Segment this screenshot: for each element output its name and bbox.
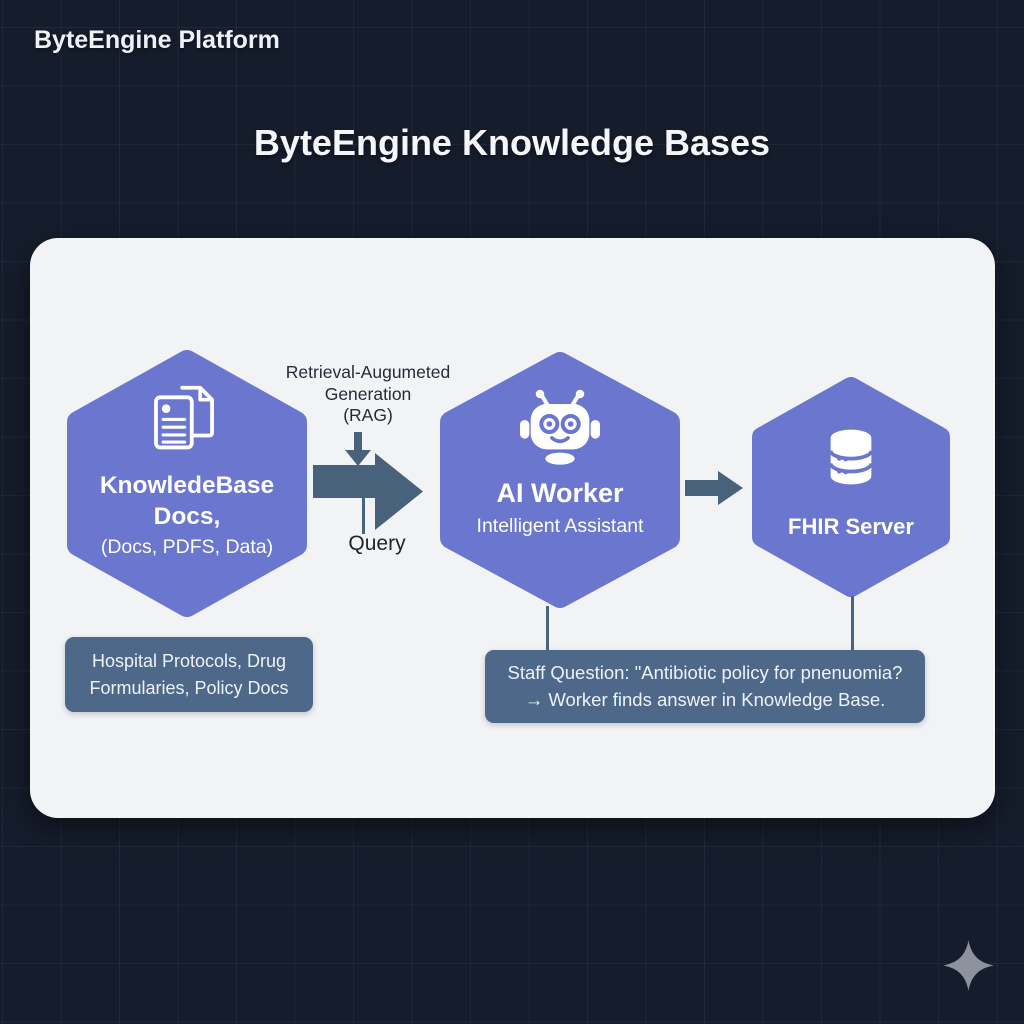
hexagon-shape xyxy=(752,377,950,597)
node-ai-worker: AI Worker Intelligent Assistant xyxy=(440,352,680,608)
node-fhir-server: FHIR Server xyxy=(752,377,950,597)
hexagon-shape xyxy=(440,352,680,608)
database-icon xyxy=(825,427,877,492)
connector-line xyxy=(851,596,854,652)
node-title-line: KnowledeBase xyxy=(99,472,275,499)
hexagon-shape xyxy=(67,350,307,617)
node-knowledge-base: KnowledeBase Docs, (Docs, PDFS, Data) xyxy=(67,350,307,617)
example-note-line: → Worker finds answer in Knowledge Base. xyxy=(524,688,886,710)
flow-arrow-icon xyxy=(313,453,423,530)
robot-icon xyxy=(516,388,604,473)
example-note-line: Staff Question: "Antibiotic policy for p… xyxy=(507,662,903,683)
rag-label-line: Generation xyxy=(324,383,412,404)
rag-label-line: (RAG) xyxy=(343,405,393,425)
documents-icon xyxy=(145,383,229,462)
rag-label-line: Retrieval-Augumeted xyxy=(285,362,451,382)
flow-arrow-icon xyxy=(685,471,743,505)
source-note: Hospital Protocols, Drug Formularies, Po… xyxy=(65,637,313,712)
query-connector-line xyxy=(362,496,365,534)
diagram-card: KnowledeBase Docs, (Docs, PDFS, Data) Re… xyxy=(30,238,995,818)
connector-line xyxy=(546,606,549,652)
page-title: ByteEngine Knowledge Bases xyxy=(253,122,771,163)
query-label: Query xyxy=(348,532,406,555)
platform-title: ByteEngine Platform xyxy=(34,26,280,54)
node-subtitle: Intelligent Assistant xyxy=(476,515,644,537)
node-title: AI Worker xyxy=(496,478,624,508)
example-note: Staff Question: "Antibiotic policy for p… xyxy=(485,650,925,723)
source-note-line: Hospital Protocols, Drug xyxy=(91,650,287,671)
node-subtitle: (Docs, PDFS, Data) xyxy=(100,536,274,558)
node-title-line: Docs, xyxy=(153,503,221,530)
down-arrow-icon xyxy=(345,432,371,466)
sparkle-icon xyxy=(943,940,994,991)
rag-label: Retrieval-Augumeted Generation (RAG) xyxy=(263,362,473,427)
node-title: FHIR Server xyxy=(788,514,914,539)
source-note-line: Formularies, Policy Docs xyxy=(89,677,289,698)
